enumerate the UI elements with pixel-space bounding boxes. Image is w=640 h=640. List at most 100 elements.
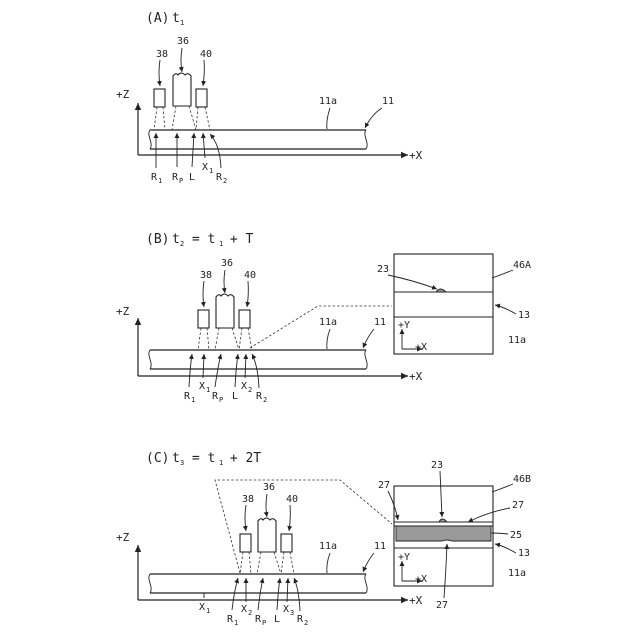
pos-sub: 2: [304, 619, 308, 627]
panel-b-label-11a: 11a: [319, 317, 337, 328]
inset-46a-id: 46A: [513, 260, 531, 271]
inset-46b-id: 46B: [513, 474, 531, 485]
panel-c-time-eq: = t: [184, 451, 215, 466]
pos-label: R: [151, 172, 158, 183]
pos-sub: 1: [158, 177, 162, 185]
inset-46a-label-13: 13: [518, 310, 530, 321]
pos-label: R: [172, 172, 179, 183]
panel-c-label-11: 11: [374, 541, 386, 552]
panel-b-head-36: [216, 294, 234, 328]
pos-sub: P: [219, 396, 223, 404]
inset-46a-label-11a: 11a: [508, 335, 526, 346]
panel-b-z-label: +Z: [116, 305, 130, 318]
inset-46b-label-11a: 11a: [508, 568, 526, 579]
panel-b-head-40: [239, 310, 250, 328]
panel-b-strip: [149, 350, 367, 369]
panel-c-positions: X 1 R 1 X 2 R P L X 3 R 2: [199, 578, 308, 627]
pos-sub: 1: [234, 619, 238, 627]
inset-46b-label-27-right: 27: [512, 500, 524, 511]
inset-46a-x-axis: +X: [415, 342, 427, 353]
pos-label: R: [255, 614, 262, 625]
inset-46b-x-axis: +X: [415, 574, 427, 585]
pos-label: X: [199, 381, 205, 392]
inset-46b-label-27-bottom: 27: [436, 600, 448, 611]
band-25: [396, 526, 491, 541]
panel-a-head-38: [154, 89, 165, 107]
panel-b-label: (B): [146, 232, 169, 247]
panel-c-label: (C): [146, 451, 169, 466]
panel-c-label-11a: 11a: [319, 541, 337, 552]
inset-46a-label-23: 23: [377, 264, 389, 275]
pos-sub: 2: [248, 609, 252, 617]
inset-46b-label-13: 13: [518, 548, 530, 559]
pos-label: R: [216, 172, 223, 183]
panel-c-label-36: 36: [263, 482, 275, 493]
panel-a-label-40: 40: [200, 49, 212, 60]
inset-46a-y-axis: +Y: [398, 320, 410, 331]
panel-a-head-40: [196, 89, 207, 107]
panel-a-positions: R 1 R P L X 1 R 2: [151, 133, 227, 185]
panel-a: (A) t 1 +Z +X 38 36 40 11a 11: [116, 11, 423, 185]
panel-b-positions: R 1 X 1 R P L X 2 R 2: [184, 354, 267, 404]
panel-a-label-38: 38: [156, 49, 168, 60]
panel-a-label-36: 36: [177, 36, 189, 47]
panel-a-label-11a: 11a: [319, 96, 337, 107]
pos-label: R: [212, 391, 219, 402]
panel-b-x-label: +X: [409, 370, 423, 383]
pos-sub: 2: [248, 386, 252, 394]
panel-a-head-36: [173, 73, 191, 106]
pos-sub: P: [179, 177, 183, 185]
panel-c-label-38: 38: [242, 494, 254, 505]
panel-b-label-11: 11: [374, 317, 386, 328]
panel-b: (B) t 2 = t 1 + T +Z +X 38 36 40 11a 11: [116, 232, 531, 404]
panel-b-time-eq: = t: [184, 232, 215, 247]
pos-label: R: [256, 391, 263, 402]
pos-sub: 1: [206, 607, 210, 615]
panel-a-z-label: +Z: [116, 88, 130, 101]
panel-a-time-sub: 1: [180, 19, 184, 27]
pos-label: X: [241, 604, 247, 615]
panel-b-time: t: [172, 232, 180, 247]
pos-label: L: [232, 391, 238, 402]
panel-c-head-36: [258, 518, 276, 552]
pos-sub: 2: [263, 396, 267, 404]
pos-label: X: [199, 602, 205, 613]
pos-label: X: [202, 162, 208, 173]
panel-a-time: t: [172, 11, 180, 26]
panel-c-time: t: [172, 451, 180, 466]
panel-b-label-36: 36: [221, 258, 233, 269]
inset-46b-label-23: 23: [431, 460, 443, 471]
pos-label: R: [297, 614, 304, 625]
panel-a-label: (A): [146, 11, 169, 26]
panel-a-strip: [149, 130, 367, 149]
panel-a-label-11: 11: [382, 96, 394, 107]
panel-c-z-label: +Z: [116, 531, 130, 544]
panel-b-label-40: 40: [244, 270, 256, 281]
pos-sub: 1: [191, 396, 195, 404]
pos-label: R: [227, 614, 234, 625]
pos-sub: 1: [209, 167, 213, 175]
panel-c-label-40: 40: [286, 494, 298, 505]
panel-b-time-tail: + T: [222, 232, 253, 247]
pos-sub: P: [262, 619, 266, 627]
inset-46b: 23 46B 27 27 25 13 27 11a +Y +X: [378, 460, 531, 611]
inset-46a: 23 46A 13 11a +Y +X: [377, 254, 531, 354]
panel-b-label-38: 38: [200, 270, 212, 281]
pos-label: R: [184, 391, 191, 402]
panel-a-x-label: +X: [409, 149, 423, 162]
panel-c-head-38: [240, 534, 251, 552]
panel-c-x-label: +X: [409, 594, 423, 607]
panel-c: (C) t 3 = t 1 + 2T +Z +X 38 36 40 11a 1: [116, 451, 531, 627]
pos-sub: 1: [206, 386, 210, 394]
pos-label: X: [283, 604, 289, 615]
pos-sub: 3: [290, 609, 294, 617]
pos-label: L: [189, 172, 195, 183]
pos-sub: 2: [223, 177, 227, 185]
inset-46b-y-axis: +Y: [398, 552, 410, 563]
panel-c-strip: [149, 574, 367, 593]
panel-b-head-38: [198, 310, 209, 328]
pos-label: X: [241, 381, 247, 392]
inset-46b-label-27-left: 27: [378, 480, 390, 491]
panel-c-head-40: [281, 534, 292, 552]
